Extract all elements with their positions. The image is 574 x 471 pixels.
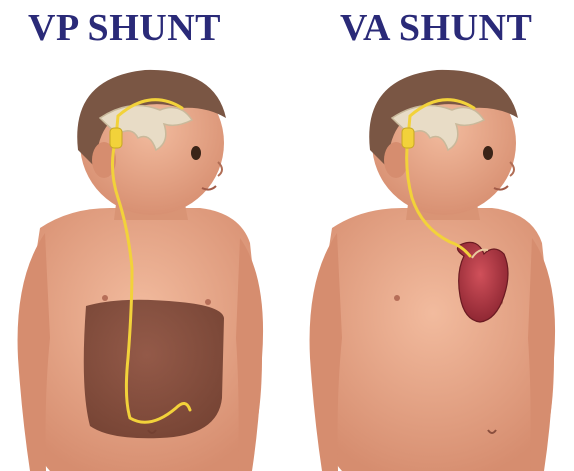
nipple-right: [205, 299, 211, 305]
eye: [483, 146, 493, 160]
va-shunt-title: VA SHUNT: [340, 6, 532, 50]
arm-left: [310, 233, 342, 471]
eye: [191, 146, 201, 160]
torso: [312, 208, 554, 471]
shunt-valve-icon: [402, 128, 414, 148]
nipple-left: [102, 295, 108, 301]
vp-shunt-illustration: [0, 58, 282, 471]
arm-left: [18, 233, 50, 471]
va-shunt-illustration: [292, 58, 574, 471]
abdomen-icon: [84, 300, 224, 439]
vp-shunt-title: VP SHUNT: [28, 6, 221, 50]
shunt-valve-icon: [110, 128, 122, 148]
nipple-left: [394, 295, 400, 301]
arm-right: [528, 238, 555, 471]
arm-right: [236, 238, 263, 471]
